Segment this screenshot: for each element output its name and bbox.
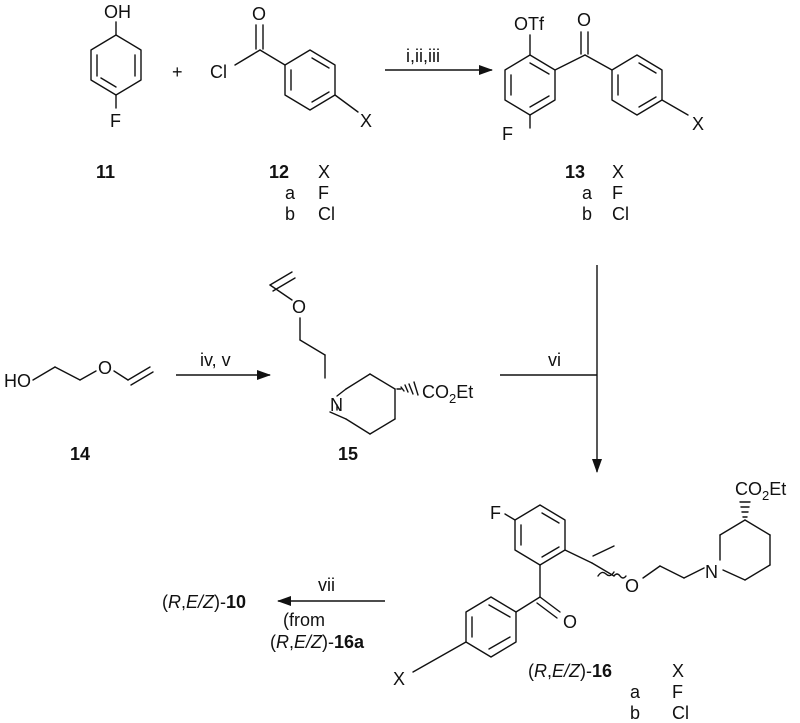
- product-10-label: (R,E/Z)-10: [162, 592, 246, 612]
- compound-14-number: 14: [70, 444, 90, 464]
- compound-13-number: 13: [565, 162, 585, 182]
- row-letter: b: [582, 204, 592, 224]
- reagent-label-3: vi: [548, 350, 561, 370]
- table-header: X: [672, 661, 684, 681]
- hydroxyl-label: OH: [104, 2, 131, 22]
- compound-11-number: 11: [96, 162, 115, 182]
- compound-12-structure: Cl O X: [210, 4, 372, 131]
- compound-12-number: 12: [269, 162, 289, 182]
- table-header: X: [612, 162, 624, 182]
- hashed-stereo-bond: [396, 381, 419, 396]
- ether-oxygen-label: O: [98, 358, 112, 378]
- fluoro-label: F: [110, 111, 121, 131]
- para-substituent-label: X: [393, 669, 405, 689]
- carbonyl-oxygen-label: O: [563, 612, 577, 632]
- acyl-chloride-label: Cl: [210, 62, 227, 82]
- triflate-label: OTf: [514, 14, 545, 34]
- compound-16-legend: (R,E/Z)-16 X a F b Cl: [528, 661, 689, 723]
- row-letter: a: [630, 682, 641, 702]
- row-value: F: [318, 183, 329, 203]
- compound-12-legend: 12 X a F b Cl: [269, 162, 335, 224]
- fluoro-label: F: [490, 503, 501, 523]
- from-note-line2: (R,E/Z)-16a: [270, 632, 365, 652]
- para-substituent-label: X: [692, 114, 704, 134]
- row-value: F: [612, 183, 623, 203]
- compound-11-structure: OH F: [90, 2, 142, 131]
- piperidine-nitrogen-label: N: [705, 562, 718, 582]
- compound-15-number: 15: [338, 444, 358, 464]
- fluoro-label: F: [502, 124, 513, 144]
- row-value: Cl: [318, 204, 335, 224]
- compound-16-structure: F O N CO2Et O: [393, 479, 786, 689]
- compound-16-name: (R,E/Z)-16: [528, 661, 612, 681]
- carbonyl-oxygen-label: O: [577, 10, 591, 30]
- row-value: Cl: [612, 204, 629, 224]
- plus-sign: +: [172, 62, 183, 82]
- ester-label: CO2Et: [422, 382, 473, 406]
- compound-13-legend: 13 X a F b Cl: [565, 162, 629, 224]
- row-letter: b: [285, 204, 295, 224]
- row-letter: b: [630, 703, 640, 723]
- compound-13-structure: OTf O F X: [502, 10, 704, 144]
- from-note-line1: (from: [283, 610, 325, 630]
- row-letter: a: [582, 183, 593, 203]
- para-substituent-label: X: [360, 111, 372, 131]
- hashed-stereo-bond: [739, 501, 751, 518]
- reagent-label-4: vii: [318, 575, 335, 595]
- reagent-label-2: iv, v: [200, 350, 231, 370]
- compound-15-structure: O N CO2Et: [269, 271, 473, 435]
- reagent-label-1: i,ii,iii: [406, 46, 440, 66]
- row-letter: a: [285, 183, 296, 203]
- compound-14-structure: HO O: [4, 358, 154, 391]
- carbonyl-oxygen-label: O: [252, 4, 266, 24]
- ether-oxygen-label: O: [625, 576, 639, 596]
- hydroxyl-label: HO: [4, 371, 31, 391]
- ester-label: CO2Et: [735, 479, 786, 503]
- table-header: X: [318, 162, 330, 182]
- piperidine-nitrogen-label: N: [330, 395, 343, 415]
- row-value: Cl: [672, 703, 689, 723]
- row-value: F: [672, 682, 683, 702]
- ether-oxygen-label: O: [292, 297, 306, 317]
